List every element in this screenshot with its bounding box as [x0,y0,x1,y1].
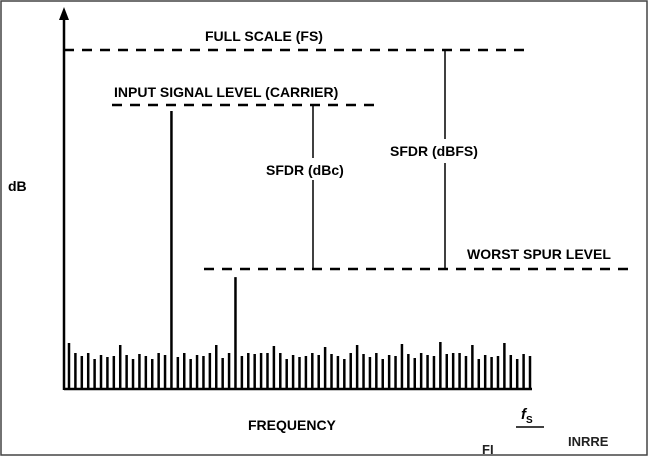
fs-marker-f: f [521,406,528,423]
x-axis-label: FREQUENCY [248,417,337,433]
spectrum-bars [67,111,532,389]
fs-marker-subscript: S [526,415,533,426]
y-axis-label: dB [8,178,27,194]
sfdr-dbc-label: SFDR (dBc) [266,162,344,178]
y-axis-arrowhead-icon [59,7,69,20]
sfdr-dbfs-label-bg [388,139,498,163]
fs-marker-label: fS [521,406,533,426]
worst-spur-label: WORST SPUR LEVEL [467,246,611,262]
input-signal-label: INPUT SIGNAL LEVEL (CARRIER) [114,84,338,100]
corner-fragment-right: INRRE [568,434,609,449]
sfdr-dbc-label-bg [264,158,362,180]
corner-fragment-left: FI [482,442,494,456]
sfdr-dbfs-label: SFDR (dBFS) [390,143,478,159]
full-scale-label: FULL SCALE (FS) [205,28,323,44]
